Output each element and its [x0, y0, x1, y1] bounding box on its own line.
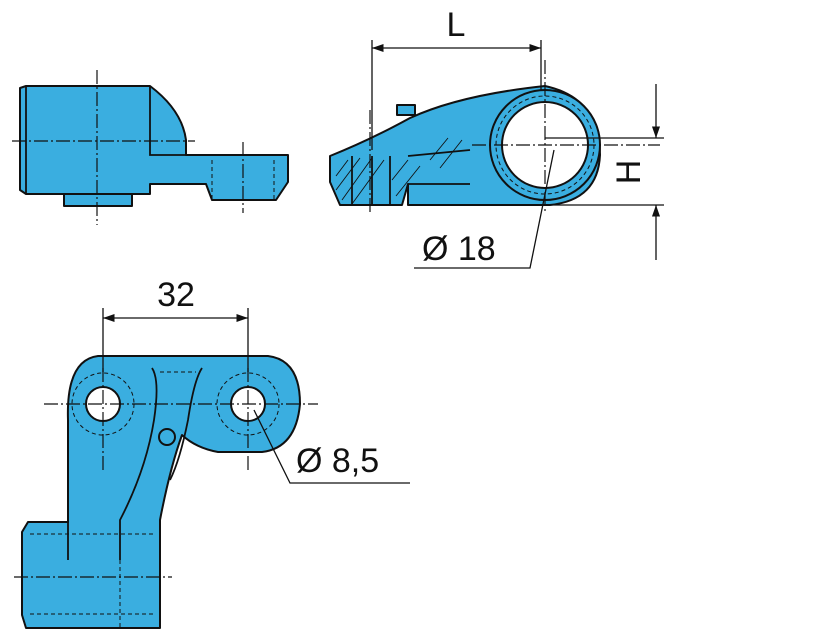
length-label: L — [447, 6, 466, 44]
side-view-left — [12, 70, 289, 225]
bore-diameter-label: Ø 18 — [422, 230, 496, 268]
plan-view-bottom: 32 Ø 8,5 — [14, 276, 410, 629]
length-dimension: L — [371, 6, 542, 150]
hole-spacing-dimension: 32 — [102, 276, 249, 372]
pin — [158, 428, 176, 446]
hole-diameter-callout: Ø 8,5 — [253, 409, 410, 484]
hole-spacing-label: 32 — [157, 276, 195, 314]
height-dimension: H — [410, 84, 664, 260]
bore-diameter-callout: Ø 18 — [414, 149, 555, 269]
section-view-right: L H Ø 18 — [329, 6, 664, 269]
hole-diameter-label: Ø 8,5 — [296, 442, 379, 480]
height-label: H — [610, 160, 648, 185]
section-hatching — [335, 137, 463, 205]
